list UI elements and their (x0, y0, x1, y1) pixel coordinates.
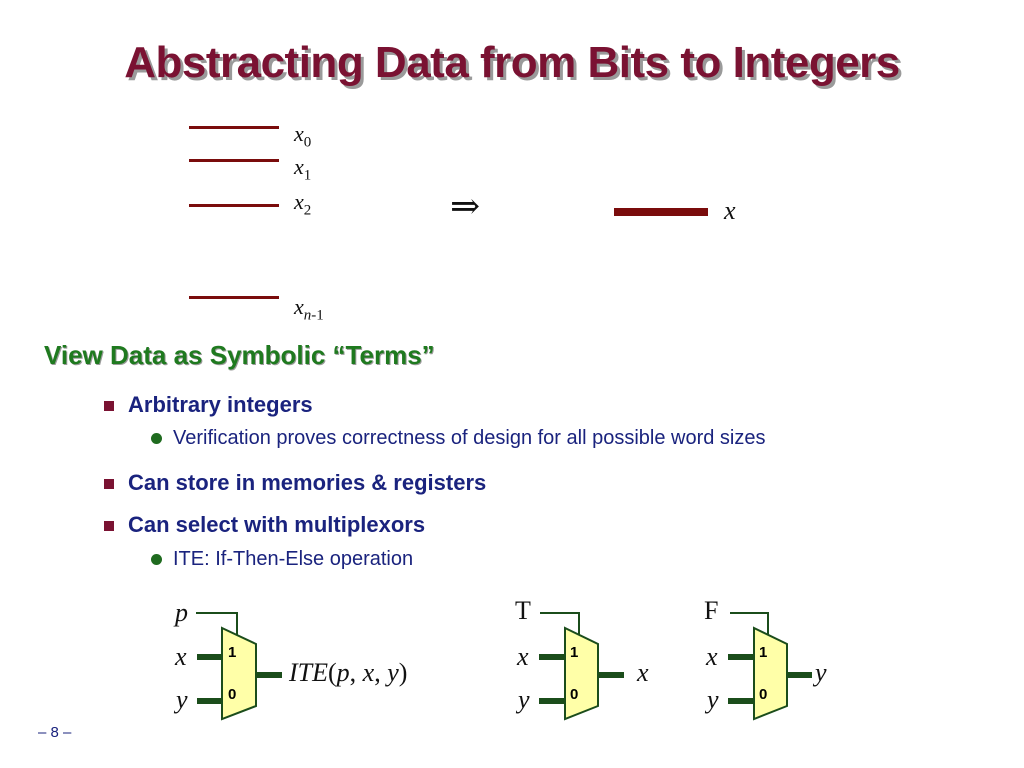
mux-false-pin0: 0 (759, 686, 768, 703)
section-heading: View Data as Symbolic “Terms” (44, 340, 435, 370)
mux-false-select-label: F (704, 596, 719, 625)
mux-ite-select-label: p (175, 598, 188, 627)
mux-ite-input1-label: x (175, 642, 187, 671)
mux-true-pin0: 0 (570, 686, 579, 703)
mux-ite-pin0: 0 (228, 686, 237, 703)
bit-wire-n-1 (189, 296, 279, 299)
bullet-multiplexors: Can select with multiplexors (103, 512, 426, 537)
bit-wire-0 (189, 126, 279, 129)
mux-true-input1-label: x (517, 642, 529, 671)
mux-true-pin1: 1 (570, 644, 579, 661)
mux-false-input1-label: x (706, 642, 718, 671)
bullet-arbitrary-integers: Arbitrary integers (104, 392, 313, 417)
implies-arrow: ⇒ (450, 186, 481, 227)
mux-ite-output-label: ITE(p, x, y) (289, 658, 408, 687)
mux-ite-pin1: 1 (228, 644, 237, 661)
word-label: x (724, 196, 736, 225)
mux-ite-input0-label: y (176, 685, 188, 714)
bit-wire-2 (189, 204, 279, 207)
mux-true-select-label: T (515, 596, 531, 625)
word-wire (614, 208, 708, 216)
bit-label-n-1: xn-1 (294, 294, 324, 324)
bit-label-0: x0 (294, 121, 312, 151)
mux-true-output-label: x (637, 658, 649, 687)
mux-true-input0-label: y (518, 685, 530, 714)
mux-false-input0-label: y (707, 685, 719, 714)
mux-false-output-label: y (815, 658, 827, 687)
sub-bullet-ite: ITE: If-Then-Else operation (150, 548, 414, 570)
bullet-memories-registers: Can store in memories & registers (103, 470, 487, 495)
bit-label-1: x1 (294, 154, 312, 184)
slide-title: Abstracting Data from Bits to Integers (124, 38, 900, 87)
sub-bullet-verification: Verification proves correctness of desig… (151, 427, 766, 449)
bit-label-2: x2 (294, 189, 312, 219)
page-number: – 8 – (38, 724, 72, 741)
mux-false-pin1: 1 (759, 644, 768, 661)
bit-wire-1 (189, 159, 279, 162)
